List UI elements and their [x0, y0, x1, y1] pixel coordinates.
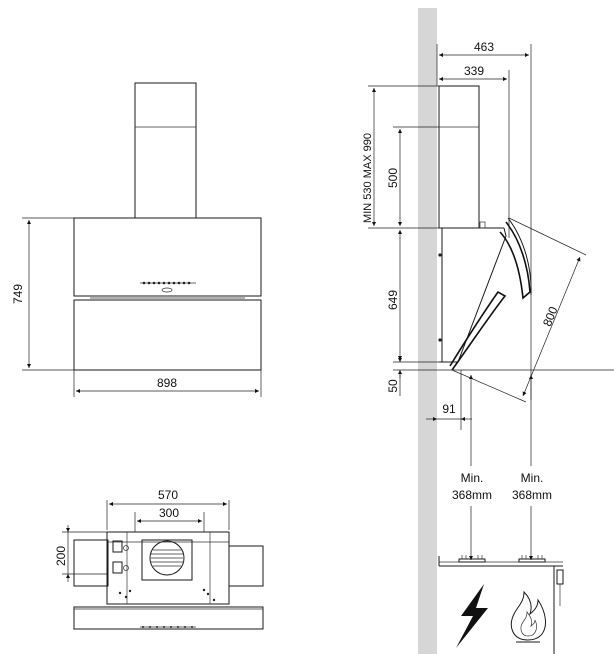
front-height-label: 749	[11, 284, 25, 304]
side-offset-label: 91	[442, 402, 456, 416]
top-width-label: 570	[158, 488, 178, 502]
front-width-label: 898	[157, 376, 177, 390]
side-body-height-label: 649	[386, 290, 400, 310]
front-lower-panel	[73, 299, 262, 371]
clearance-1-line1: Min.	[461, 471, 484, 485]
electric-bolt-icon	[456, 584, 488, 648]
side-glass-panel	[449, 290, 507, 371]
side-chimney-range-label: MIN 530 MAX 990	[362, 133, 374, 223]
side-gap-label: 50	[386, 379, 400, 393]
top-depth-label: 200	[54, 546, 68, 566]
front-view: 749 898	[11, 82, 262, 397]
side-panel-length-label: 800	[540, 304, 561, 328]
front-height-dimension: 749	[11, 217, 74, 371]
front-chimney	[134, 82, 197, 219]
top-outlet-label: 300	[159, 506, 179, 520]
clearance-2-line2: 368mm	[512, 488, 552, 502]
front-controls	[140, 281, 196, 293]
top-front-glass	[73, 606, 264, 630]
front-upper-body	[73, 217, 262, 297]
top-fan-outlet	[149, 540, 185, 576]
top-view: 570 300 200	[54, 488, 264, 630]
wall	[418, 8, 437, 654]
side-chimney-label: 500	[386, 168, 400, 188]
front-width-dimension: 898	[73, 370, 262, 397]
cooktop	[438, 555, 564, 654]
clearance-2-line1: Min.	[521, 471, 544, 485]
side-depth-total-label: 463	[474, 40, 494, 54]
side-depth-body-label: 339	[464, 64, 484, 78]
top-main-body	[106, 531, 230, 605]
clearance-1-line2: 368mm	[452, 488, 492, 502]
side-view: 463 339 MIN 530 MAX 990 500 649	[362, 8, 614, 654]
side-chimney	[438, 85, 480, 229]
gas-flame-icon	[510, 590, 546, 643]
